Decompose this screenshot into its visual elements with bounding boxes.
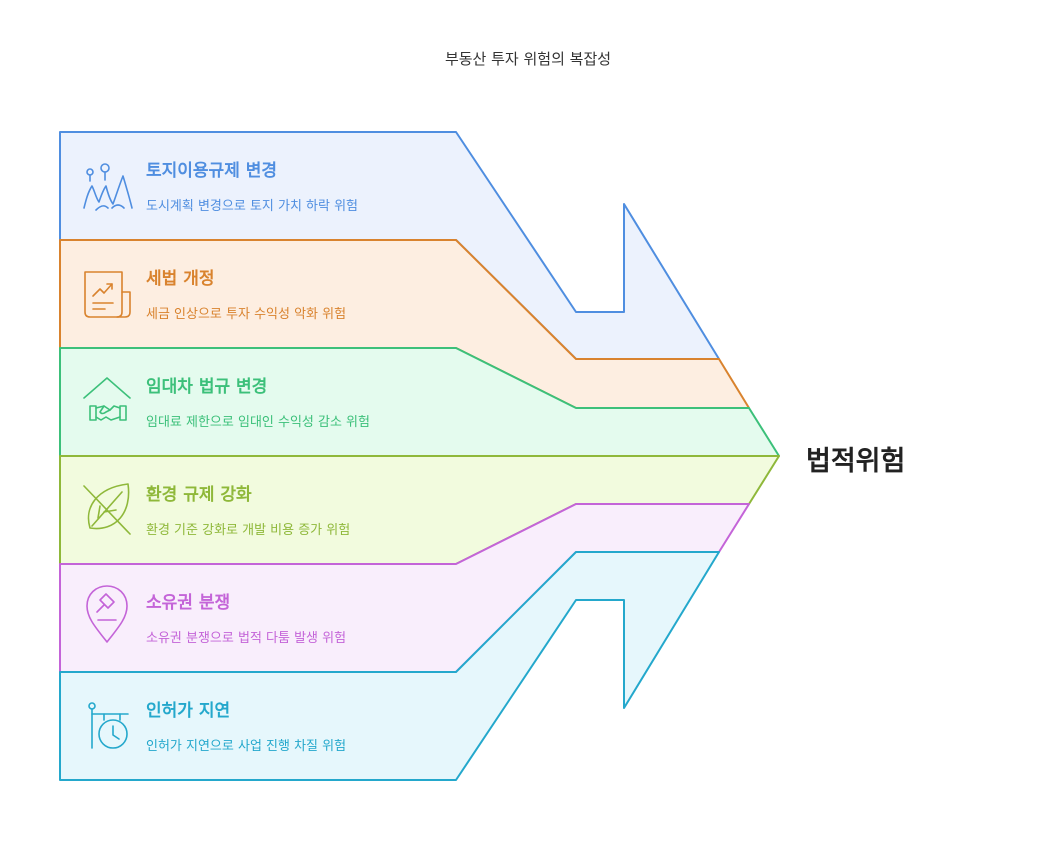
item-2-desc: 세금 인상으로 투자 수익성 악화 위험	[146, 307, 347, 322]
location-gavel-icon	[86, 585, 128, 643]
item-4-title: 환경 규제 강화	[146, 485, 252, 505]
item-6-title: 인허가 지연	[146, 701, 231, 721]
item-5: 소유권 분쟁 소유권 분쟁으로 법적 다툼 발생 위험	[146, 588, 346, 646]
result-label: 법적위험	[806, 446, 906, 477]
item-2: 세법 개정 세금 인상으로 투자 수익성 악화 위험	[146, 264, 346, 322]
item-1-title: 토지이용규제 변경	[146, 161, 278, 181]
sign-clock-icon	[88, 702, 129, 749]
item-2-title: 세법 개정	[146, 269, 215, 289]
item-4: 환경 규제 강화 환경 기준 강화로 개발 비용 증가 위험	[146, 480, 350, 538]
item-6: 인허가 지연 인허가 지연으로 사업 진행 차질 위험	[146, 696, 346, 754]
item-1-desc: 도시계획 변경으로 토지 가치 하락 위험	[146, 199, 359, 214]
item-3: 임대차 법규 변경 임대료 제한으로 임대인 수익성 감소 위험	[146, 372, 370, 430]
band-6	[59, 551, 720, 781]
house-handshake-icon	[83, 377, 131, 421]
item-3-title: 임대차 법규 변경	[146, 377, 268, 397]
item-5-desc: 소유권 분쟁으로 법적 다툼 발생 위험	[146, 631, 347, 646]
item-4-desc: 환경 기준 강화로 개발 비용 증가 위험	[146, 523, 351, 538]
map-terrain-icon	[83, 163, 133, 211]
item-6-desc: 인허가 지연으로 사업 진행 차질 위험	[146, 739, 347, 754]
leaf-slash-icon	[83, 483, 131, 535]
document-chart-icon	[84, 271, 131, 318]
diagram-title: 부동산 투자 위험의 복잡성	[444, 50, 612, 68]
item-3-desc: 임대료 제한으로 임대인 수익성 감소 위험	[146, 415, 370, 430]
item-1: 토지이용규제 변경 도시계획 변경으로 토지 가치 하락 위험	[146, 156, 358, 214]
item-5-title: 소유권 분쟁	[146, 593, 231, 613]
